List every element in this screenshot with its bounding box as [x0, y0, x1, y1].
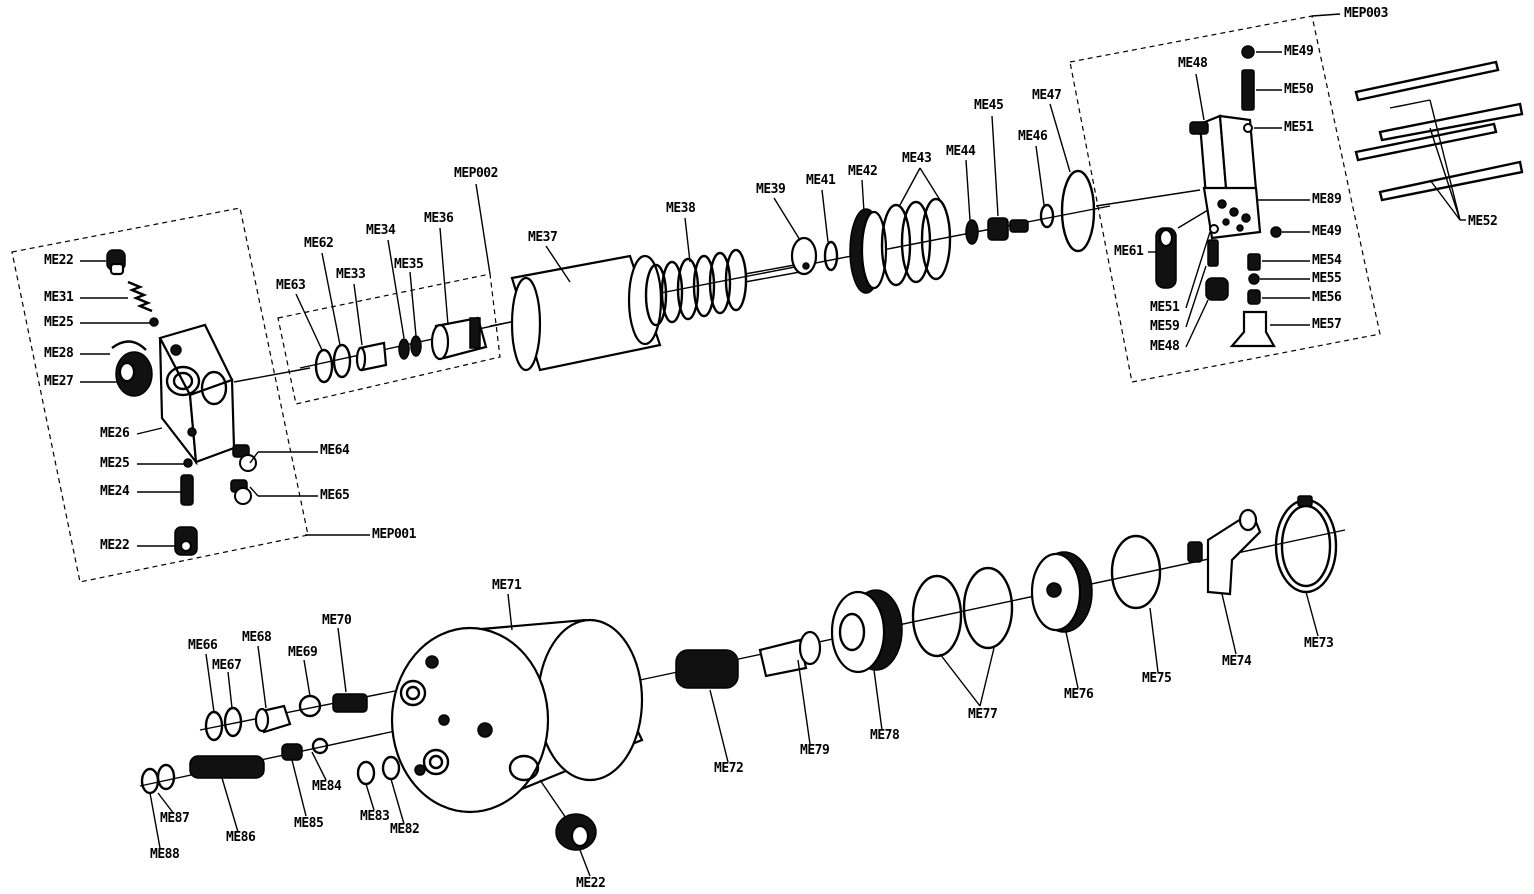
label-me73: ME73	[1304, 636, 1334, 651]
label-me51-bottom: ME51	[1150, 300, 1180, 315]
valve-block-me26	[158, 323, 236, 466]
label-me50: ME50	[1284, 82, 1314, 97]
label-me26: ME26	[100, 426, 130, 441]
label-me34: ME34	[366, 223, 396, 238]
label-me41: ME41	[806, 173, 836, 188]
label-me48-top: ME48	[1178, 56, 1208, 71]
label-me83: ME83	[360, 809, 390, 824]
assembly-mep002	[277, 183, 521, 405]
assembly-main	[489, 103, 1111, 372]
label-me66: ME66	[188, 638, 218, 653]
label-me64: ME64	[320, 443, 350, 458]
label-me62: ME62	[304, 236, 334, 251]
label-me25-bottom: ME25	[100, 456, 130, 471]
label-me70: ME70	[322, 613, 352, 628]
assembly-bottom	[139, 495, 1346, 877]
label-me31: ME31	[44, 290, 74, 305]
label-me72: ME72	[714, 761, 744, 776]
label-me27: ME27	[44, 374, 74, 389]
label-me71: ME71	[492, 578, 522, 593]
label-me37: ME37	[528, 230, 558, 245]
label-me76: ME76	[1064, 687, 1094, 702]
label-me52: ME52	[1468, 214, 1498, 229]
label-me56: ME56	[1312, 290, 1342, 305]
label-me68: ME68	[242, 630, 272, 645]
label-me86: ME86	[226, 830, 256, 845]
label-me22-housing: ME22	[576, 876, 606, 891]
label-me47: ME47	[1032, 88, 1062, 103]
label-me36: ME36	[424, 211, 454, 226]
label-me67: ME67	[212, 658, 242, 673]
label-me35: ME35	[394, 257, 424, 272]
assembly-mep003	[1069, 13, 1524, 383]
label-me59: ME59	[1150, 319, 1180, 334]
label-me61: ME61	[1114, 244, 1144, 259]
label-mep001: MEP001	[372, 527, 416, 542]
label-me28: ME28	[44, 346, 74, 361]
label-me89: ME89	[1312, 192, 1342, 207]
label-me45: ME45	[974, 98, 1004, 113]
label-me49-top: ME49	[1284, 44, 1314, 59]
label-me88: ME88	[150, 847, 180, 862]
label-me79: ME79	[800, 743, 830, 758]
label-me33: ME33	[336, 267, 366, 282]
label-me39: ME39	[756, 182, 786, 197]
label-me46: ME46	[1018, 129, 1048, 144]
label-me87: ME87	[160, 811, 190, 826]
label-me48-bottom: ME48	[1150, 339, 1180, 354]
label-me24: ME24	[100, 484, 130, 499]
label-mep002: MEP002	[454, 166, 498, 181]
label-me84: ME84	[312, 779, 342, 794]
label-me85: ME85	[294, 816, 324, 831]
label-me78: ME78	[870, 728, 900, 743]
label-me25-top: ME25	[44, 315, 74, 330]
label-me38: ME38	[666, 201, 696, 216]
label-me54: ME54	[1312, 253, 1342, 268]
label-me75: ME75	[1142, 671, 1172, 686]
label-me42: ME42	[848, 164, 878, 179]
label-me57: ME57	[1312, 317, 1342, 332]
label-me74: ME74	[1222, 654, 1252, 669]
label-me22-top: ME22	[44, 253, 74, 268]
label-me77: ME77	[968, 707, 998, 722]
assembly-mep001	[11, 207, 370, 583]
label-me49-bottom: ME49	[1312, 224, 1342, 239]
label-me44: ME44	[946, 144, 976, 159]
label-me82: ME82	[390, 822, 420, 837]
label-me69: ME69	[288, 645, 318, 660]
label-me55: ME55	[1312, 271, 1342, 286]
label-me51-top: ME51	[1284, 120, 1314, 135]
label-mep003: MEP003	[1344, 6, 1388, 21]
label-me63: ME63	[276, 278, 306, 293]
label-me22-bottom: ME22	[100, 538, 130, 553]
label-me43: ME43	[902, 151, 932, 166]
label-me65: ME65	[320, 488, 350, 503]
